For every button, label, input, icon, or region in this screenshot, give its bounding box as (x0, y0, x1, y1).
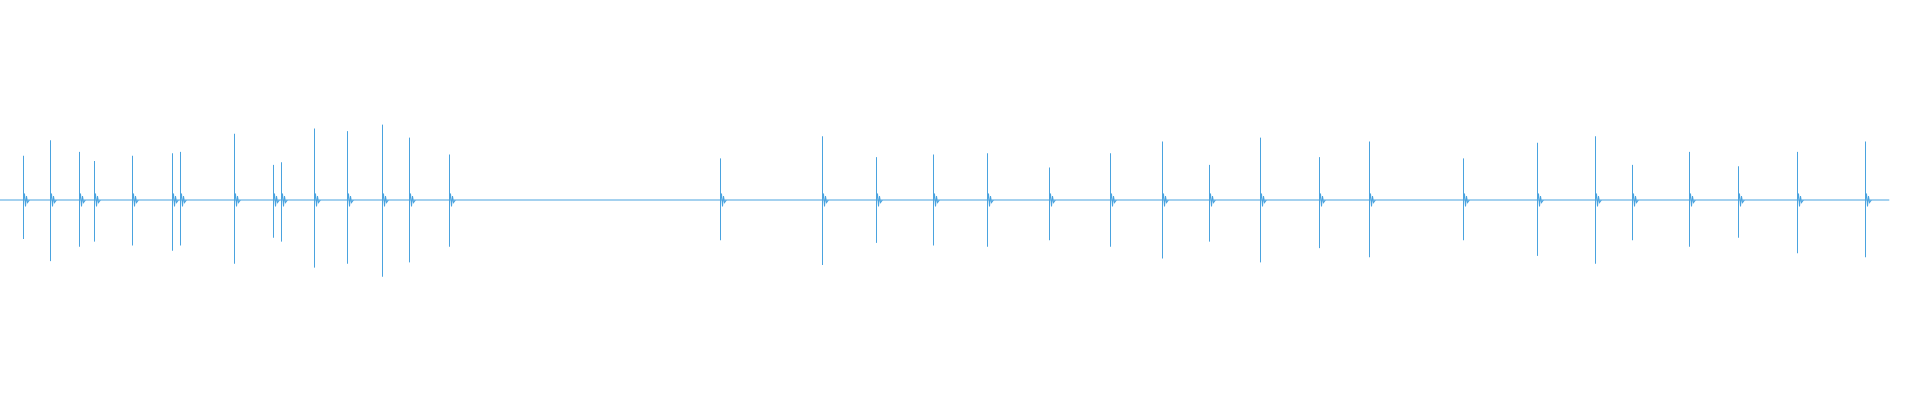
waveform-peak (94, 161, 101, 242)
waveform-peak (1689, 151, 1696, 247)
waveform-peak (876, 157, 883, 243)
waveform-peak (449, 154, 456, 247)
waveform-peak-tail (180, 193, 187, 207)
waveform-peak (1463, 158, 1470, 241)
waveform-peak (1369, 141, 1376, 258)
waveform-peak-tail (409, 193, 416, 207)
waveform-peak (822, 136, 829, 265)
waveform-peak (347, 131, 354, 264)
peaks-layer (23, 124, 1872, 277)
waveform-peak-tail (50, 193, 57, 207)
waveform-peak-tail (281, 193, 288, 207)
waveform-peak-tail (1865, 193, 1872, 207)
waveform-peak-tail (382, 193, 389, 207)
waveform-peak-tail (1537, 193, 1544, 207)
waveform-peak (273, 164, 280, 238)
waveform-peak (180, 151, 187, 246)
waveform-peak (1632, 164, 1639, 241)
waveform-peak-tail (1110, 193, 1117, 207)
waveform-peak-tail (1463, 193, 1470, 207)
waveform-peak-tail (1260, 193, 1267, 207)
waveform-peak-tail (172, 193, 179, 207)
waveform-peak (281, 162, 288, 242)
waveform-peak (1537, 142, 1544, 256)
waveform-peak (50, 140, 57, 262)
waveform-peak-tail (933, 193, 940, 207)
waveform-peak (172, 153, 179, 251)
waveform-peak (1319, 157, 1326, 249)
waveform-peak-tail (720, 193, 727, 207)
waveform-peak-tail (1162, 193, 1169, 207)
waveform-peak-tail (79, 193, 86, 207)
waveform-peak-tail (822, 193, 829, 207)
waveform-peak (1110, 153, 1117, 247)
waveform-peak (1865, 141, 1872, 258)
waveform-peak (1260, 137, 1267, 263)
waveform-peak (79, 151, 86, 247)
waveform-peak-tail (132, 193, 139, 207)
waveform-peak (987, 153, 994, 247)
waveform-peak-tail (314, 193, 321, 207)
waveform-peak (1162, 141, 1169, 259)
waveform-peak-tail (1738, 193, 1745, 207)
waveform-peak-tail (1369, 193, 1376, 207)
waveform-peak (1797, 151, 1804, 254)
waveform-peak-tail (273, 193, 280, 207)
waveform-peak (132, 155, 139, 246)
waveform-peak-tail (1632, 193, 1639, 207)
waveform-peak (234, 133, 241, 264)
waveform-peak-tail (1689, 193, 1696, 207)
waveform-peak-tail (347, 193, 354, 207)
waveform-peak-tail (23, 193, 30, 207)
waveform-peak (1738, 166, 1745, 238)
waveform-peak (1049, 167, 1056, 241)
waveform-peak-tail (1049, 193, 1056, 207)
waveform-peak-tail (234, 193, 241, 207)
waveform-peak-tail (1319, 193, 1326, 207)
waveform-peak-tail (876, 193, 883, 207)
waveform-peak-tail (1797, 193, 1804, 207)
waveform-peak (1209, 164, 1216, 242)
waveform-peak (1595, 136, 1602, 264)
waveform-peak (720, 158, 727, 241)
waveform-peak-tail (449, 193, 456, 207)
waveform-peak (933, 154, 940, 246)
waveform-peak-tail (1209, 193, 1216, 207)
waveform-peak (409, 137, 416, 263)
waveform-peak-tail (94, 193, 101, 207)
waveform-peak (382, 124, 389, 277)
waveform-peak (314, 128, 321, 268)
waveform-peak-tail (1595, 193, 1602, 207)
waveform-peak (23, 155, 30, 239)
waveform-peak-tail (987, 193, 994, 207)
